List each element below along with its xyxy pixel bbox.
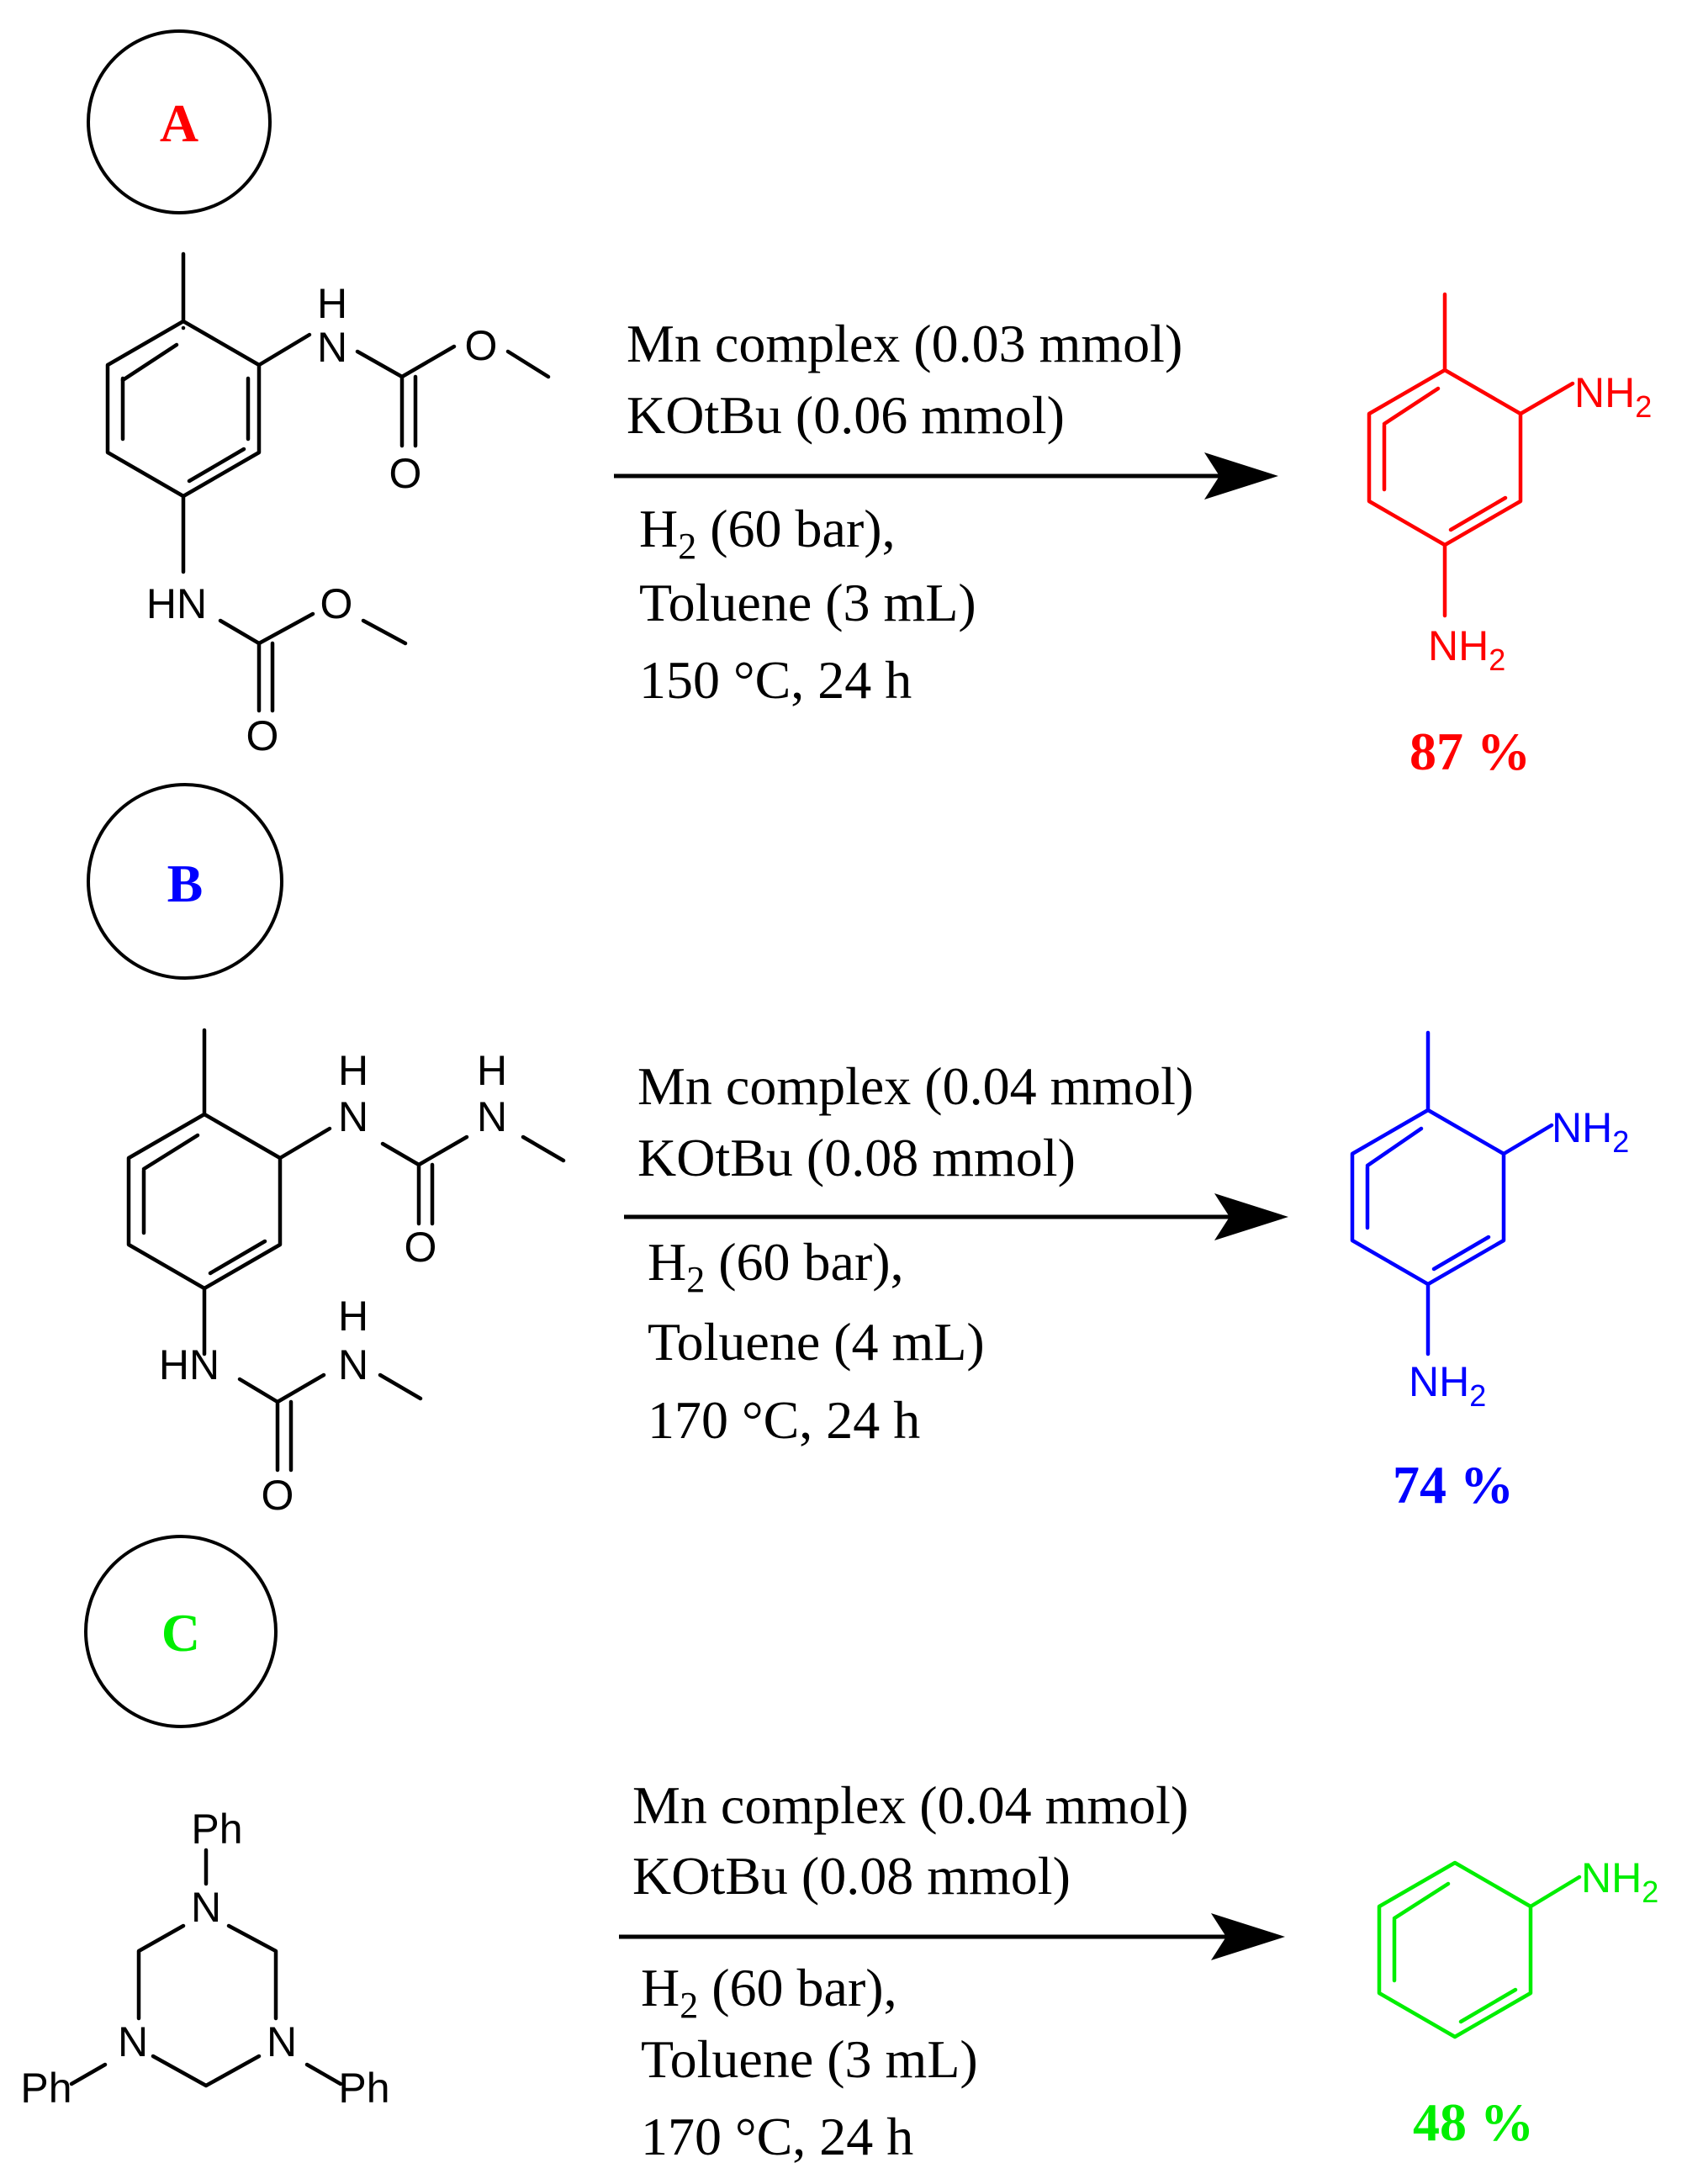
label-c: C <box>161 1603 200 1663</box>
atom-n: N <box>317 324 347 371</box>
conditions-c: Mn complex (0.04 mmol) KOtBu (0.08 mmol)… <box>619 1775 1285 2166</box>
h2-main: H <box>641 1958 680 2017</box>
label-a: A <box>160 93 198 153</box>
base-line: KOtBu (0.08 mmol) <box>637 1128 1076 1187</box>
atom-n: N <box>267 2018 297 2065</box>
atom-o: O <box>389 450 422 497</box>
atom-hn: HN <box>146 580 207 627</box>
atom-nh-sub: 2 <box>1635 389 1652 424</box>
atom-n: N <box>118 2018 148 2065</box>
atom-nh-main: NH <box>1574 369 1635 416</box>
h2-sub: 2 <box>680 1985 698 2026</box>
atom-nh: NH2 <box>1428 622 1505 677</box>
atom-nh-main: NH <box>1409 1358 1469 1405</box>
base-line: KOtBu (0.06 mmol) <box>627 385 1065 445</box>
atom-o: O <box>262 1472 294 1519</box>
reaction-c: C Ph N N N Ph Ph Mn complex (0.04 mmol) … <box>20 1535 1658 2166</box>
reaction-a: A H N O O HN O O Mn complex (0.03 mmol) … <box>87 29 1652 781</box>
arrowhead-b <box>1214 1193 1288 1240</box>
h2-sub: 2 <box>686 1259 705 1300</box>
arrowhead-c <box>1211 1913 1285 1960</box>
conditions-b: Mn complex (0.04 mmol) KOtBu (0.08 mmol)… <box>624 1056 1288 1450</box>
solvent-line: Toluene (4 mL) <box>648 1312 985 1372</box>
atom-n: N <box>191 1884 221 1931</box>
base-line: KOtBu (0.08 mmol) <box>632 1846 1071 1906</box>
atom-o: O <box>405 1224 437 1271</box>
atom-ph: Ph <box>191 1806 242 1853</box>
atom-nh-main: NH <box>1428 622 1489 669</box>
atom-n: N <box>338 1093 368 1140</box>
atom-nh: NH2 <box>1552 1104 1629 1159</box>
label-circle-b <box>87 783 283 980</box>
atom-ph: Ph <box>338 2065 389 2112</box>
label-b: B <box>167 854 204 913</box>
atom-o: O <box>465 322 498 369</box>
solvent-line: Toluene (3 mL) <box>641 2029 978 2089</box>
h2-sub: 2 <box>678 526 696 567</box>
atom-h: H <box>338 1293 368 1340</box>
atom-nh-sub: 2 <box>1489 643 1505 677</box>
hydrogen-line: H2 (60 bar), <box>641 1958 897 2026</box>
label-circle-a <box>87 29 272 214</box>
hydrogen-line: H2 (60 bar), <box>639 499 896 567</box>
product-c: NH2 48 % <box>1377 1854 1658 2152</box>
atom-nh-main: NH <box>1552 1104 1612 1151</box>
atom-nh-main: NH <box>1581 1854 1642 1901</box>
h2-rest: (60 bar), <box>698 1958 896 2017</box>
reactant-a: H N O O HN O O <box>105 251 551 759</box>
atom-nh: NH2 <box>1581 1854 1658 1909</box>
yield-a: 87 % <box>1409 722 1531 781</box>
hydrogen-line: H2 (60 bar), <box>648 1232 904 1300</box>
atom-o: O <box>320 580 353 627</box>
h2-main: H <box>639 499 678 558</box>
reaction-b: B H N H N O HN H N O Mn complex (0.04 mm… <box>87 783 1629 1519</box>
yield-c: 48 % <box>1413 2092 1534 2152</box>
arrowhead-a <box>1204 452 1278 500</box>
product-b: NH2 NH2 74 % <box>1350 1030 1629 1515</box>
atom-h: H <box>317 280 347 327</box>
temperature-time-line: 170 °C, 24 h <box>648 1390 920 1450</box>
catalyst-line: Mn complex (0.04 mmol) <box>637 1056 1193 1116</box>
yield-b: 74 % <box>1393 1455 1514 1515</box>
catalyst-line: Mn complex (0.04 mmol) <box>632 1775 1188 1835</box>
atom-nh-sub: 2 <box>1642 1875 1658 1909</box>
product-a: NH2 NH2 87 % <box>1367 292 1652 781</box>
atom-h: H <box>338 1047 368 1094</box>
reactant-b: H N H N O HN H N O <box>126 1028 566 1519</box>
atom-n: N <box>477 1093 507 1140</box>
atom-nh: NH2 <box>1409 1358 1486 1413</box>
conditions-a: Mn complex (0.03 mmol) KOtBu (0.06 mmol)… <box>614 314 1278 710</box>
catalyst-line: Mn complex (0.03 mmol) <box>627 314 1182 373</box>
atom-h: H <box>477 1047 507 1094</box>
temperature-time-line: 170 °C, 24 h <box>641 2107 913 2166</box>
atom-n: N <box>338 1341 368 1388</box>
temperature-time-line: 150 °C, 24 h <box>639 650 912 710</box>
atom-nh-sub: 2 <box>1469 1378 1486 1413</box>
atom-nh-sub: 2 <box>1612 1124 1629 1159</box>
label-circle-c <box>84 1535 278 1728</box>
atom-nh: NH2 <box>1574 369 1652 424</box>
atom-o: O <box>246 712 279 759</box>
atom-hn: HN <box>159 1341 219 1388</box>
h2-main: H <box>648 1232 686 1292</box>
solvent-line: Toluene (3 mL) <box>639 573 976 632</box>
h2-rest: (60 bar), <box>696 499 895 558</box>
atom-ph: Ph <box>20 2065 71 2112</box>
h2-rest: (60 bar), <box>705 1232 903 1292</box>
reactant-c: Ph N N N Ph Ph <box>20 1806 389 2112</box>
